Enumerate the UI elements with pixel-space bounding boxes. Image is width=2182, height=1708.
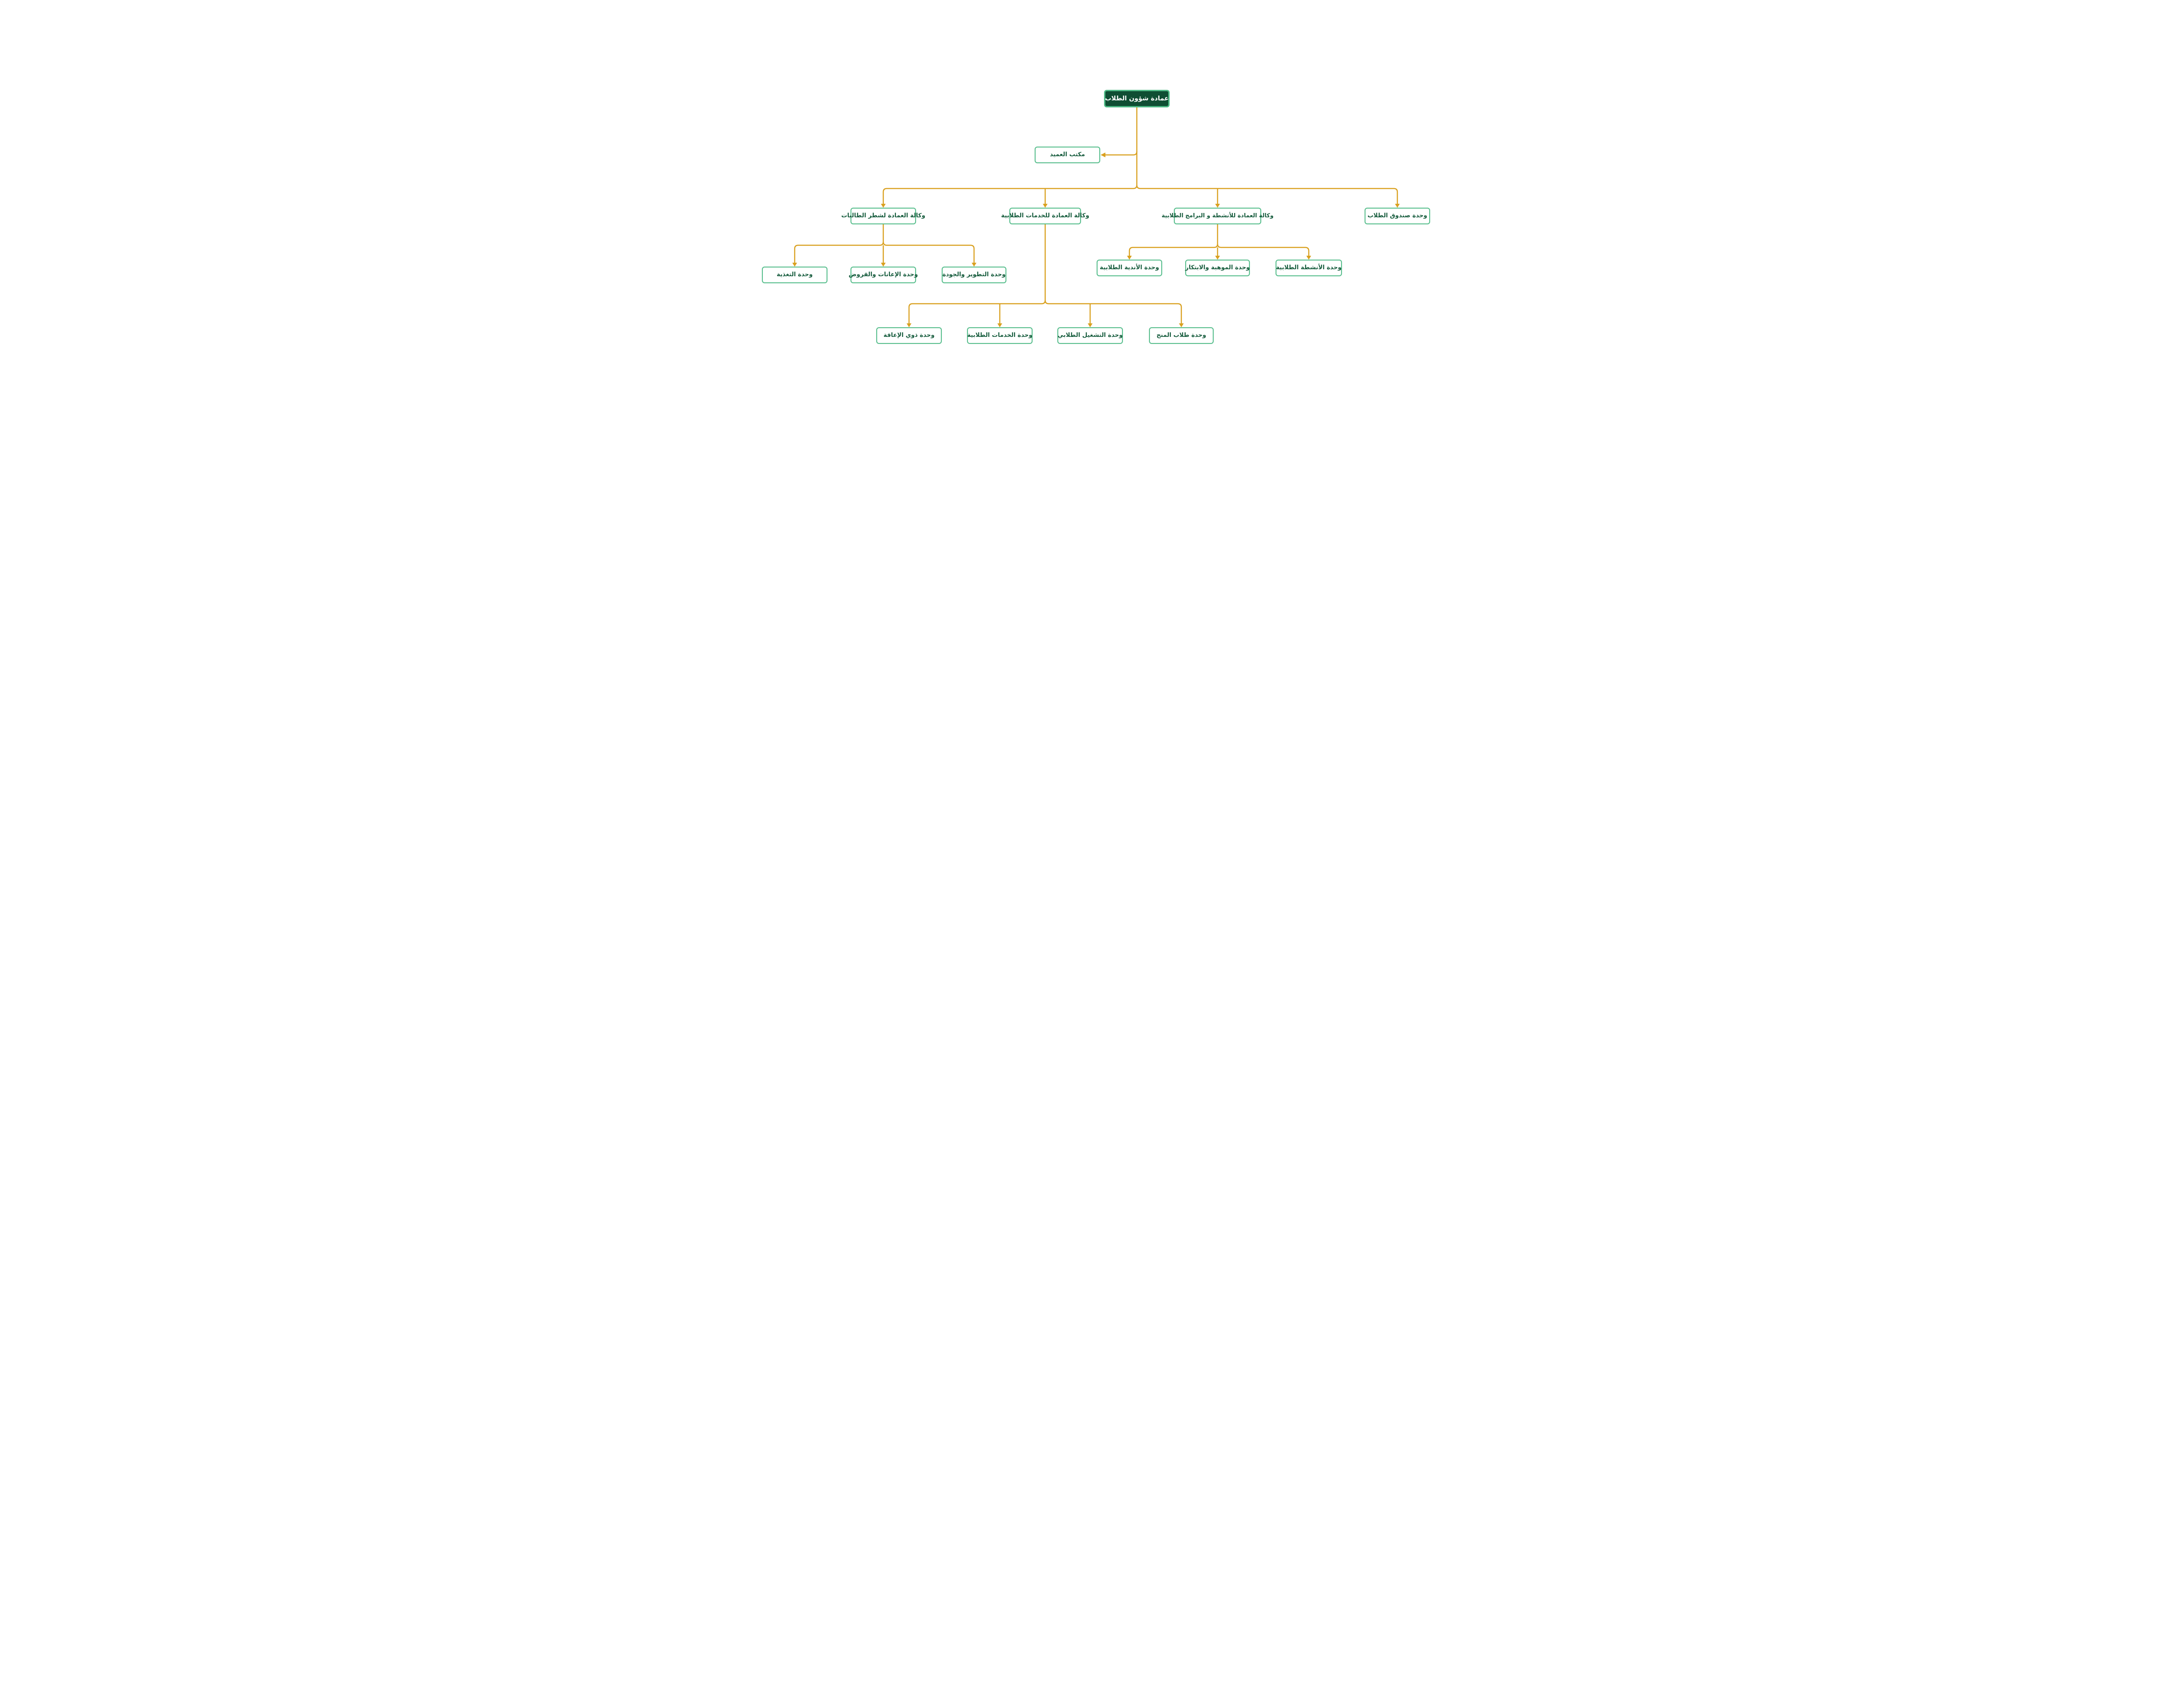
arrow-down-student-services-icon — [997, 323, 1002, 327]
arrow-down-student-clubs-icon — [1127, 256, 1132, 260]
org-node-root: عمادة شؤون الطلاب — [1104, 90, 1170, 107]
org-node-unit-student-services: وحدة الخدمات الطلابية — [967, 327, 1033, 344]
arrow-down-agency-female-icon — [881, 204, 886, 208]
org-node-unit-student-activities: وحدة الأنشطة الطلابية — [1276, 260, 1342, 276]
org-node-agency-activities-programs: وكالة العمادة للأنشطة و البرامج الطلابية — [1162, 208, 1273, 224]
org-node-unit-aid-loans: وحدة الإعانات والقروض — [849, 267, 918, 283]
arrow-down-development-quality-icon — [971, 263, 977, 267]
org-node-unit-student-clubs: وحدة الأندية الطلابية — [1097, 260, 1162, 276]
org-node-dean-office: مكتب العميد — [1035, 147, 1100, 163]
org-node-unit-student-employment: وحدة التشغيل الطلابي — [1057, 327, 1123, 344]
connector-female-group-right — [882, 241, 975, 263]
org-node-unit-scholarship-students: وحدة طلاب المنح — [1149, 327, 1214, 344]
arrow-down-student-employment-icon — [1088, 323, 1093, 327]
arrow-down-talent-innovation-icon — [1215, 256, 1220, 260]
org-node-unit-nutrition: وحدة التغذية — [762, 267, 827, 283]
arrow-down-aid-loans-icon — [881, 263, 886, 267]
org-node-agency-student-services: وكالة العمادة للخدمات الطلابية — [1001, 208, 1089, 224]
arrow-down-student-fund-icon — [1395, 204, 1400, 208]
org-node-unit-disability: وحدة ذوي الإعاقة — [876, 327, 942, 344]
connector-dean-branch — [1105, 151, 1138, 156]
org-node-unit-student-fund: وحدة صندوق الطلاب — [1365, 208, 1430, 224]
connector-services-group-right — [1044, 300, 1182, 323]
arrow-down-agency-services-icon — [1043, 204, 1048, 208]
arrow-down-disability-icon — [906, 323, 912, 327]
org-node-agency-female-students: وكالة العمادة لشطر الطالبات — [841, 208, 925, 224]
connector-trunk-right — [1136, 185, 1398, 204]
arrow-down-student-activities-icon — [1306, 256, 1311, 260]
org-node-unit-talent-innovation: وحدة الموهبة والابتكار — [1185, 260, 1250, 276]
org-node-unit-development-quality: وحدة التطوير والجودة — [942, 267, 1006, 283]
org-chart-canvas: عمادة شؤون الطلاب مكتب العميد وكالة العم… — [742, 0, 1440, 427]
connector-activities-group-left — [1129, 224, 1218, 256]
arrow-down-scholarship-icon — [1179, 323, 1184, 327]
arrow-down-nutrition-icon — [792, 263, 797, 267]
connector-activities-group-right — [1217, 244, 1310, 256]
arrow-down-agency-activities-icon — [1215, 204, 1220, 208]
connector-lines — [792, 107, 1400, 327]
arrow-left-dean-office-icon — [1101, 152, 1105, 158]
connector-female-group-left — [794, 224, 884, 263]
